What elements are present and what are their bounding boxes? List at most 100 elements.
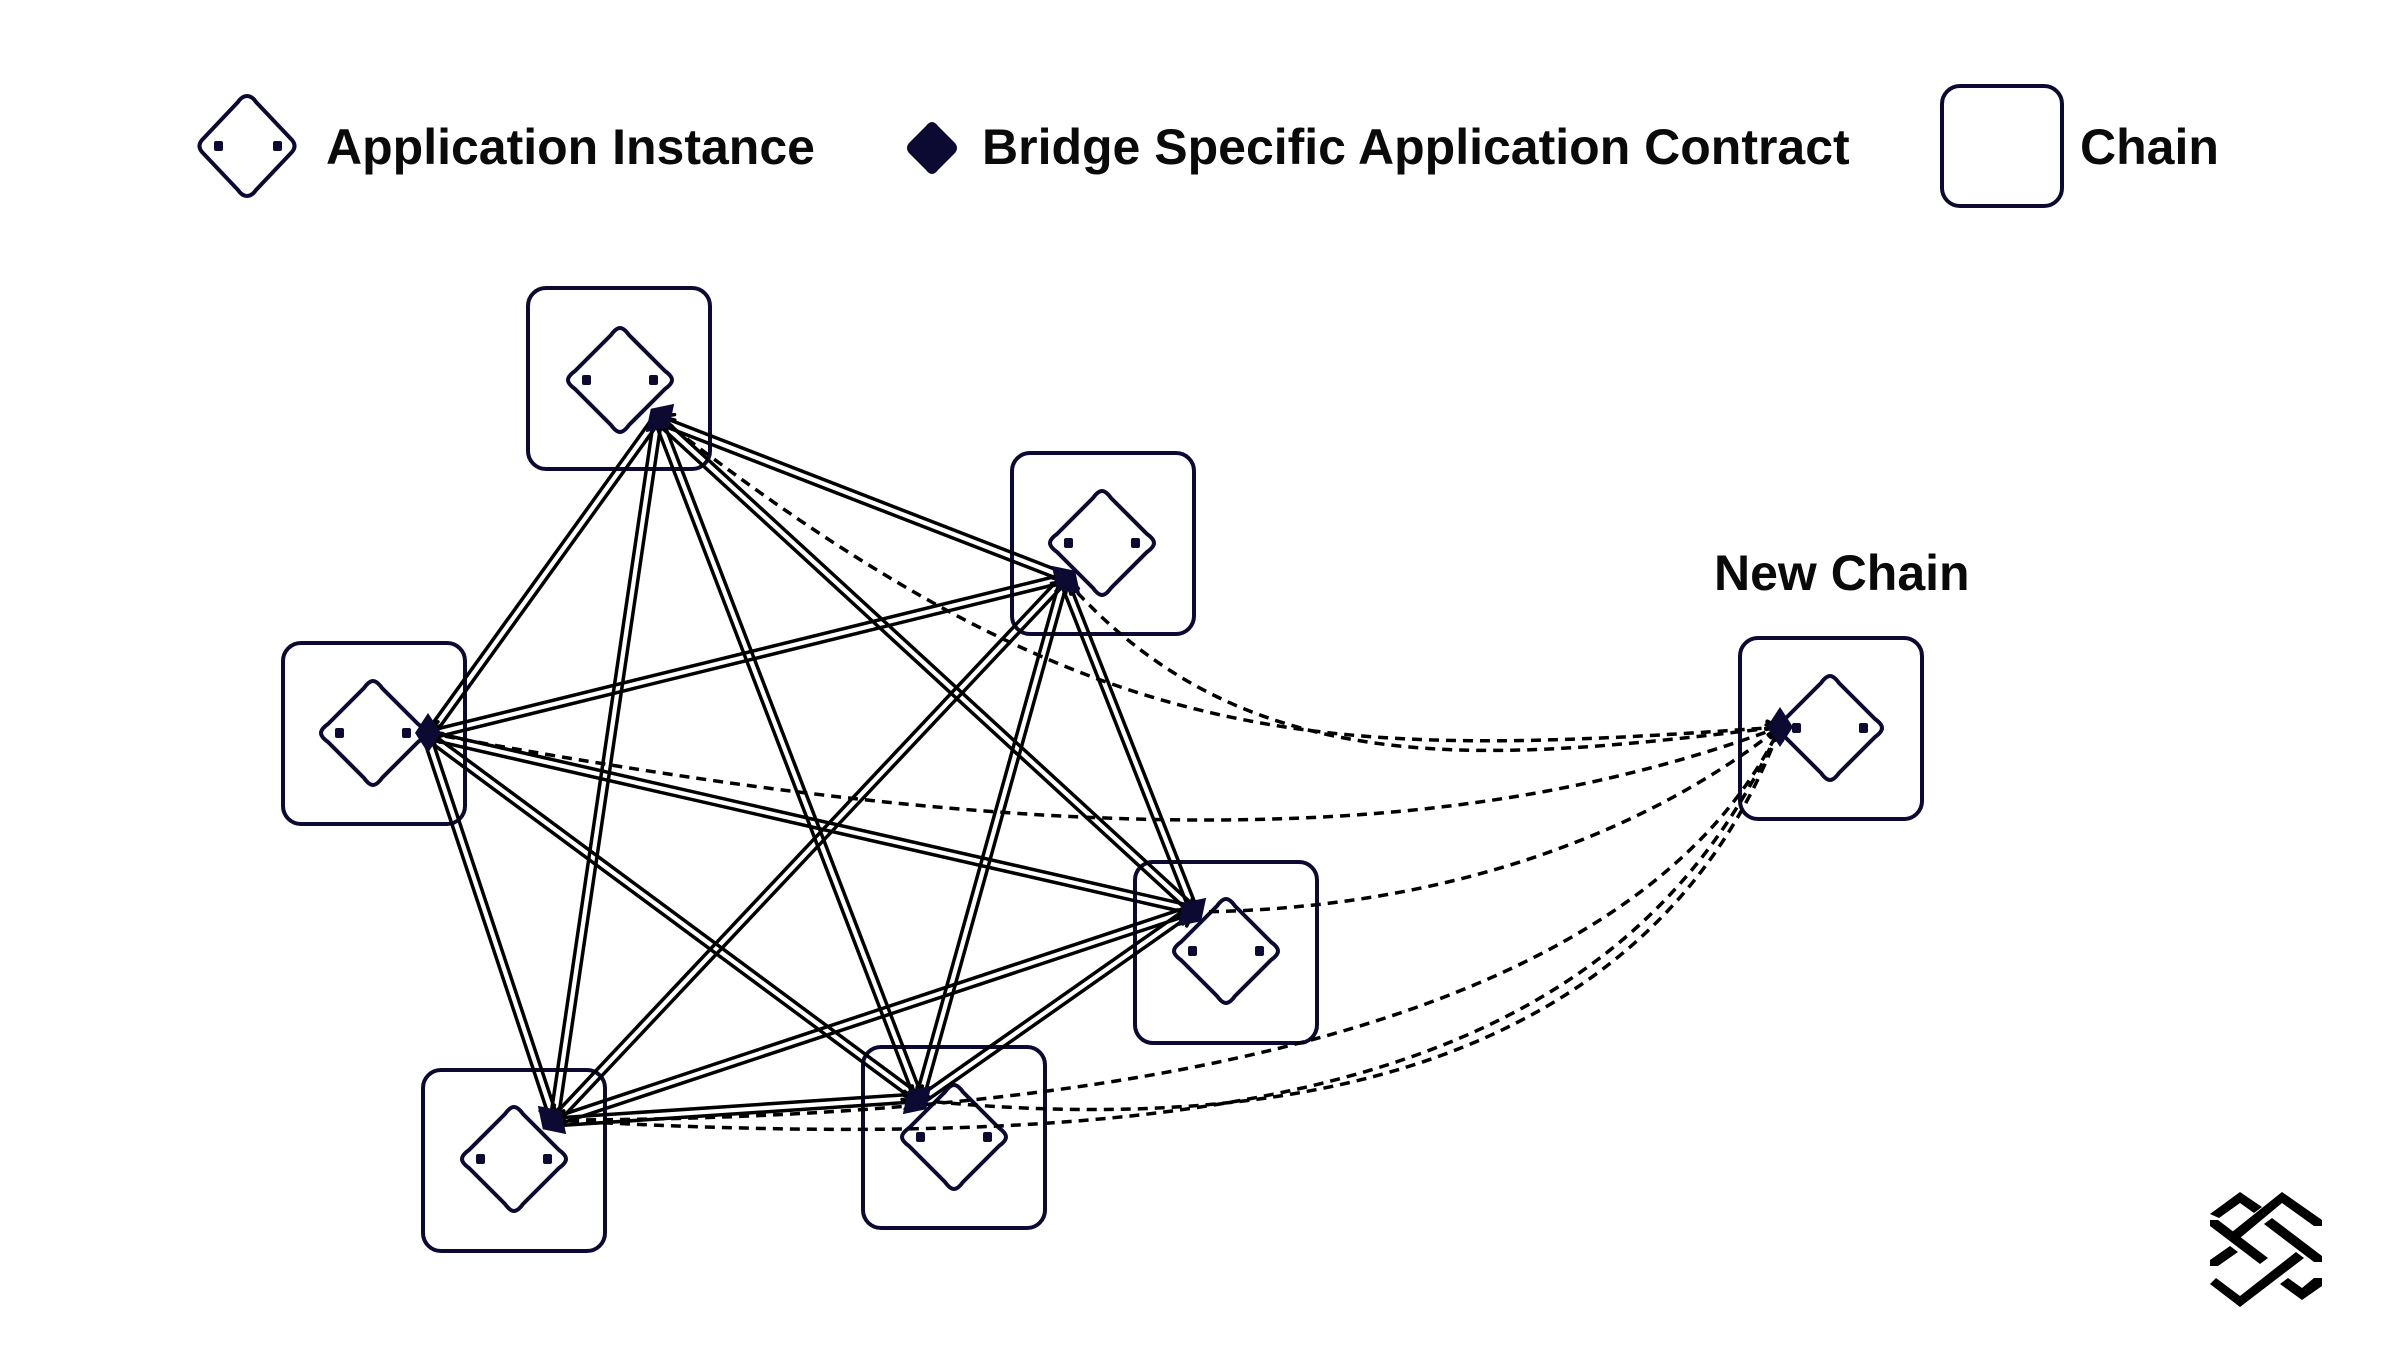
chain-icon <box>1940 84 2064 208</box>
link-line <box>553 912 1194 1128</box>
link-chain-upper-right-chain-bottom-middle <box>910 576 1073 1104</box>
bridge-contract-icon <box>1177 897 1207 927</box>
link-line <box>654 421 1192 915</box>
link-chain-left-chain-bottom-left <box>420 728 560 1125</box>
application-instance-icon <box>460 1105 568 1213</box>
application-instance <box>1172 897 1280 1005</box>
chains-layer <box>281 286 1924 1253</box>
instance-dot <box>402 728 411 738</box>
dashed-link-curve <box>427 725 1781 822</box>
dashed-link-chain-left-new-chain <box>427 723 1784 822</box>
legend-label-chain: Chain <box>2080 119 2219 175</box>
link-line <box>427 572 1066 733</box>
new-chain-contract <box>1767 707 1793 747</box>
instance-dot <box>916 1132 925 1142</box>
dashed-link-bottom-left-alt <box>551 726 1782 1132</box>
chain-bottom-middle-contract <box>902 1085 932 1115</box>
interlaced-logo-icon <box>2210 1192 2322 1307</box>
link-line <box>652 419 917 1102</box>
application-instance <box>900 1083 1008 1191</box>
bridge-contract-icon <box>902 1085 932 1115</box>
bridge-contract-icon <box>537 1105 567 1135</box>
link-line <box>552 1100 918 1128</box>
instance-dot <box>335 728 344 738</box>
chain-top-contract <box>645 403 675 433</box>
link-line <box>555 580 1069 1126</box>
link-line <box>548 416 656 1120</box>
link-line <box>431 418 663 738</box>
new-chain-label: New Chain <box>1714 545 1970 601</box>
dashed-link-curve <box>658 416 1781 743</box>
link-line <box>428 730 922 1097</box>
chain-bottom-left <box>421 1068 607 1253</box>
instance-dot <box>582 375 591 385</box>
bridge-contract-icon <box>645 403 675 433</box>
bridge-contract-icon <box>907 122 957 174</box>
instance-dot <box>476 1154 485 1164</box>
link-line <box>549 574 1063 1120</box>
legend-label-bridge-contract: Bridge Specific Application Contract <box>982 119 1850 175</box>
link-line <box>914 905 1190 1100</box>
application-instance-icon <box>566 326 674 434</box>
chain-top <box>526 286 712 471</box>
legend-label-application-instance: Application Instance <box>326 119 815 175</box>
link-line <box>660 415 1198 909</box>
chain-bottom-left-contract <box>537 1105 567 1135</box>
chain-upper-right <box>1010 451 1196 636</box>
dashed-link-curve <box>1191 725 1782 914</box>
dashed-link-curve <box>551 726 1782 1132</box>
link-line <box>428 729 1194 908</box>
instance-dot <box>1859 723 1868 733</box>
legend-item-chain: Chain <box>1940 84 2219 208</box>
link-line <box>657 421 1066 584</box>
contracts-layer <box>415 403 1793 1135</box>
application-instance <box>460 1105 568 1213</box>
link-line <box>660 416 925 1099</box>
instance-dot <box>1188 946 1197 956</box>
link-line <box>660 414 1069 577</box>
bridge-contract-icon <box>415 713 441 753</box>
link-line <box>1058 581 1192 914</box>
instance-dot <box>649 375 658 385</box>
link-line <box>550 904 1191 1120</box>
link-line <box>428 731 560 1119</box>
dashed-link-chain-bottom-middle-new-chain <box>916 723 1784 1112</box>
application-instance-icon <box>197 94 297 198</box>
instance-dot <box>543 1154 552 1164</box>
application-instance <box>1048 489 1156 597</box>
link-line <box>913 577 1062 1100</box>
application-instance-icon <box>900 1083 1008 1191</box>
link-line <box>426 737 1192 916</box>
links-layer <box>420 412 1784 1132</box>
bridge-contract-icon <box>1051 565 1081 595</box>
chain-upper-right-contract <box>1051 565 1081 595</box>
link-line <box>420 734 552 1122</box>
link-line <box>425 413 657 733</box>
legend: Application Instance Bridge Specific App… <box>197 84 2219 208</box>
instance-dot <box>1131 538 1140 548</box>
dashed-link-curve <box>916 726 1782 1112</box>
dashed-link-curve <box>551 726 1782 1122</box>
instance-dot <box>1064 538 1073 548</box>
link-line <box>423 736 917 1103</box>
chain-right-contract <box>1177 897 1207 927</box>
application-instance <box>566 326 674 434</box>
legend-item-application-instance: Application Instance <box>197 94 815 198</box>
chain-left-contract <box>415 713 441 753</box>
legend-item-bridge-contract: Bridge Specific Application Contract <box>907 119 1850 175</box>
link-line <box>1066 578 1200 911</box>
link-chain-top-chain-upper-right <box>657 412 1069 586</box>
link-line <box>428 580 1067 741</box>
bridge-contract-icon <box>1767 707 1793 747</box>
link-line <box>556 418 664 1122</box>
instance-dot <box>1792 723 1801 733</box>
application-instance-icon <box>1172 897 1280 1005</box>
application-instance-icon <box>1048 489 1156 597</box>
instance-dot <box>1255 946 1264 956</box>
instance-dot <box>983 1132 992 1142</box>
link-line <box>551 1092 917 1120</box>
link-line <box>921 580 1070 1103</box>
new-chain <box>1738 636 1924 821</box>
link-line <box>919 912 1195 1107</box>
